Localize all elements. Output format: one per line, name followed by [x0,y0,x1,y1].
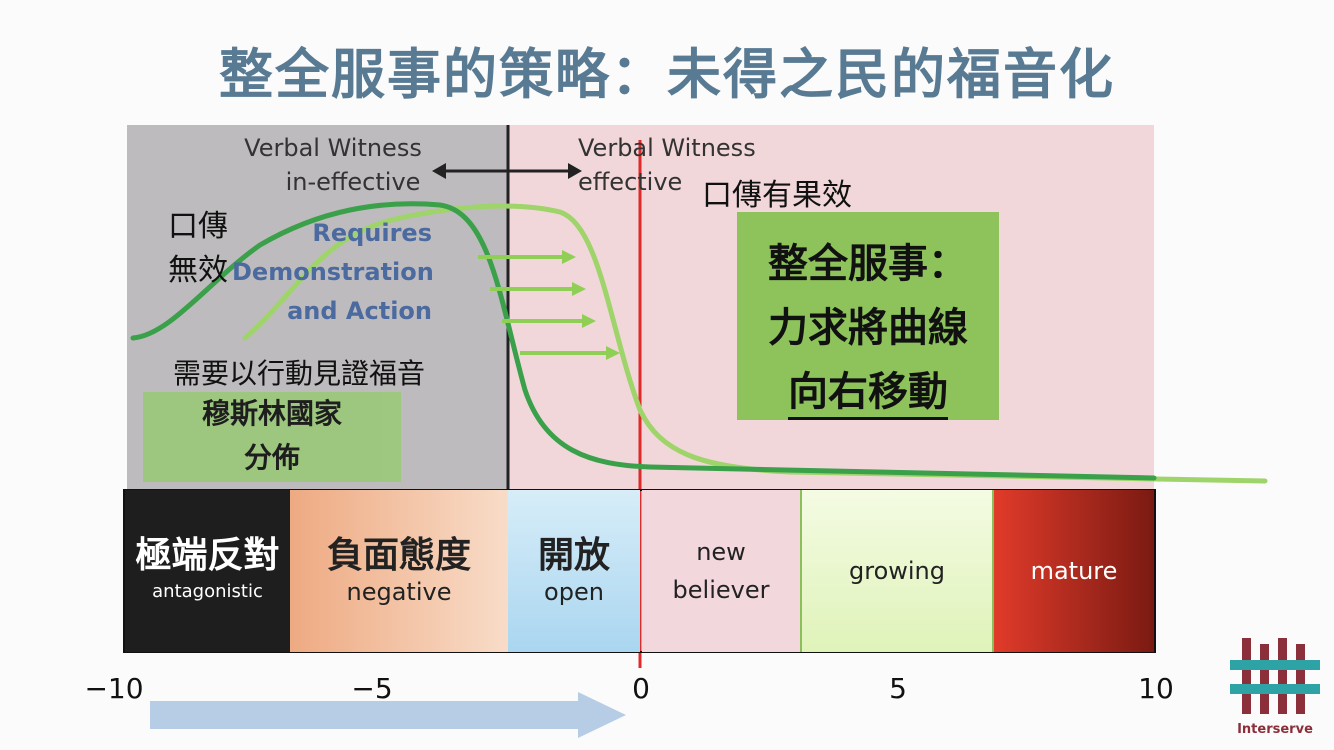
axis-tick-0: 0 [632,672,650,705]
segment-new-believer: new believer [642,490,800,652]
segment-negative: 負面態度 negative [290,490,508,652]
page-title: 整全服事的策略：未得之民的福音化 [219,43,1115,106]
shifted-curve [242,203,1268,484]
shift-arrows [478,250,620,360]
axis-tick-10: 10 [1138,672,1174,705]
effective-cn-label: 口傳有果效 [702,178,852,213]
double-arrow [432,163,582,179]
axis-tick-minus10: −10 [84,672,144,705]
segment-antagonistic: 極端反對 antagonistic [125,490,290,652]
verbal-ineffective-label: Verbal Witness in-effective [244,134,422,196]
segment-growing: growing [800,490,994,652]
axis-tick-minus5: −5 [351,672,393,705]
muslim-distribution-box: 穆斯林國家 分佈 [143,392,401,482]
strategy-box: 整全服事： 力求將曲線 向右移動 [737,212,999,420]
interserve-logo-icon [1230,638,1320,714]
requires-label: Requires Demonstration and Action [232,219,434,325]
ineffective-cn-label: 口傳 無效 [168,209,228,288]
verbal-effective-label: Verbal Witness effective [578,134,756,196]
logo-text: Interserve [1237,722,1313,737]
segment-open: 開放 open [508,490,640,652]
original-curve [130,201,1157,481]
requires-cn-label: 需要以行動見證福音 [173,357,426,390]
axis-tick-5: 5 [889,672,907,705]
segment-mature: mature [994,490,1154,652]
progress-arrow [150,692,626,738]
